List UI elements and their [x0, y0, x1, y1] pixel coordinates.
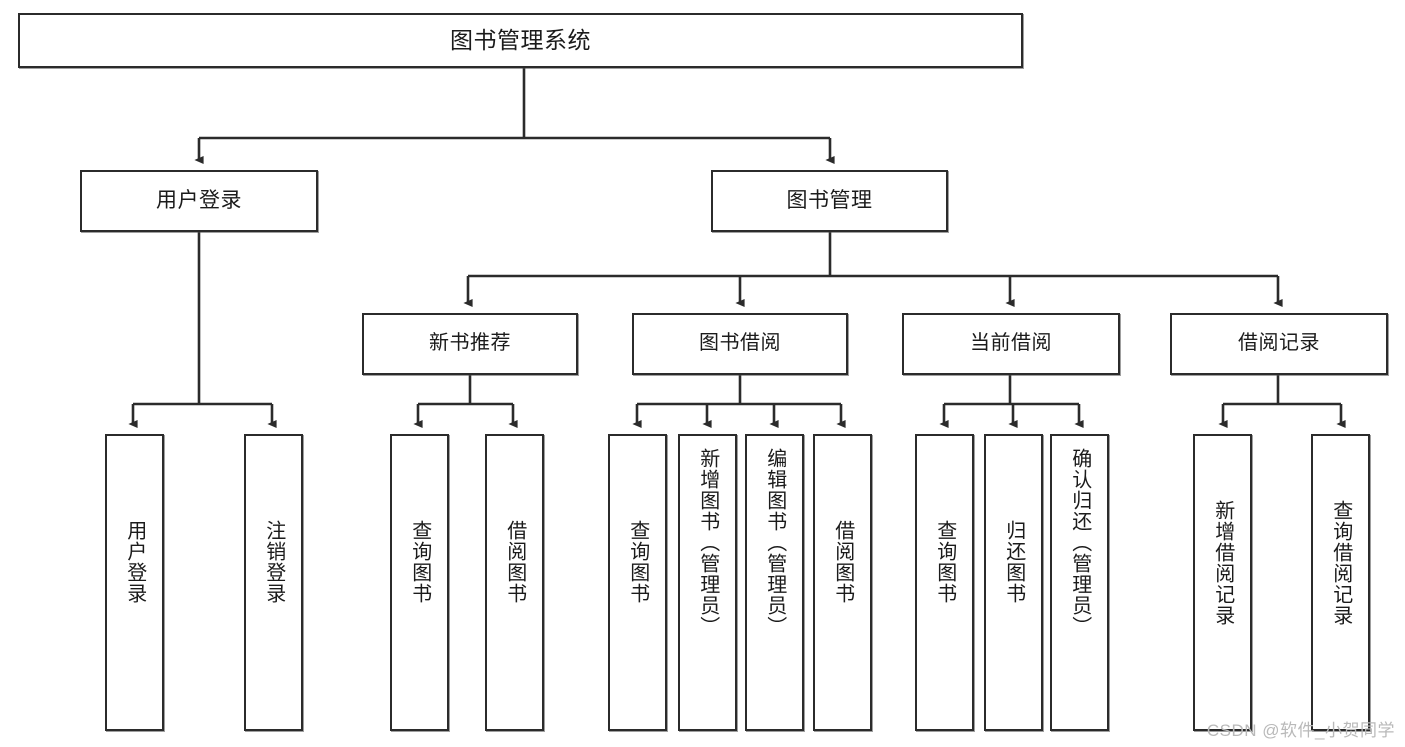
leaf-user-login-label: 用户登录	[123, 520, 146, 604]
leaf-borrow-book-label: 借阅图书	[831, 520, 854, 604]
leaf-query-book-current[interactable]: 查询图书	[915, 434, 974, 731]
leaf-confirm-return-admin-label: 确认归还（管理员）	[1068, 448, 1091, 637]
leaf-query-book-recommend[interactable]: 查询图书	[390, 434, 449, 731]
node-borrow-records-label: 借阅记录	[1238, 332, 1320, 355]
leaf-edit-book-admin-label: 编辑图书（管理员）	[763, 448, 786, 637]
watermark-text: CSDN @软件_小贺同学	[1206, 721, 1395, 740]
leaf-logout-label: 注销登录	[262, 520, 285, 604]
node-root-label: 图书管理系统	[450, 26, 591, 53]
node-current-borrow-label: 当前借阅	[970, 332, 1052, 355]
leaf-return-book-label: 归还图书	[1002, 520, 1025, 604]
leaf-query-book-borrow-label: 查询图书	[626, 520, 649, 604]
leaf-query-book-current-label: 查询图书	[933, 520, 956, 604]
leaf-add-borrow-record[interactable]: 新增借阅记录	[1193, 434, 1252, 731]
leaf-edit-book-admin[interactable]: 编辑图书（管理员）	[745, 434, 804, 731]
leaf-borrow-book-recommend[interactable]: 借阅图书	[485, 434, 544, 731]
leaf-logout[interactable]: 注销登录	[244, 434, 303, 731]
node-user-login-label: 用户登录	[156, 188, 242, 212]
node-book-management[interactable]: 图书管理	[711, 170, 948, 232]
node-user-login[interactable]: 用户登录	[80, 170, 318, 232]
leaf-query-borrow-record[interactable]: 查询借阅记录	[1311, 434, 1370, 731]
leaf-confirm-return-admin[interactable]: 确认归还（管理员）	[1050, 434, 1109, 731]
leaf-query-book-borrow[interactable]: 查询图书	[608, 434, 667, 731]
leaf-query-book-recommend-label: 查询图书	[408, 520, 431, 604]
leaf-query-borrow-record-label: 查询借阅记录	[1329, 500, 1352, 626]
node-new-book-recommend-label: 新书推荐	[429, 332, 511, 355]
node-borrow-records[interactable]: 借阅记录	[1170, 313, 1388, 375]
node-root[interactable]: 图书管理系统	[18, 13, 1023, 68]
node-new-book-recommend[interactable]: 新书推荐	[362, 313, 578, 375]
node-book-management-label: 图书管理	[786, 188, 873, 212]
leaf-add-borrow-record-label: 新增借阅记录	[1211, 500, 1234, 626]
leaf-return-book[interactable]: 归还图书	[984, 434, 1043, 731]
node-book-borrow[interactable]: 图书借阅	[632, 313, 848, 375]
leaf-add-book-admin[interactable]: 新增图书（管理员）	[678, 434, 737, 731]
node-current-borrow[interactable]: 当前借阅	[902, 313, 1120, 375]
leaf-add-book-admin-label: 新增图书（管理员）	[696, 448, 719, 637]
leaf-user-login[interactable]: 用户登录	[105, 434, 164, 731]
leaf-borrow-book[interactable]: 借阅图书	[813, 434, 872, 731]
leaf-borrow-book-recommend-label: 借阅图书	[503, 520, 526, 604]
node-book-borrow-label: 图书借阅	[699, 332, 781, 355]
